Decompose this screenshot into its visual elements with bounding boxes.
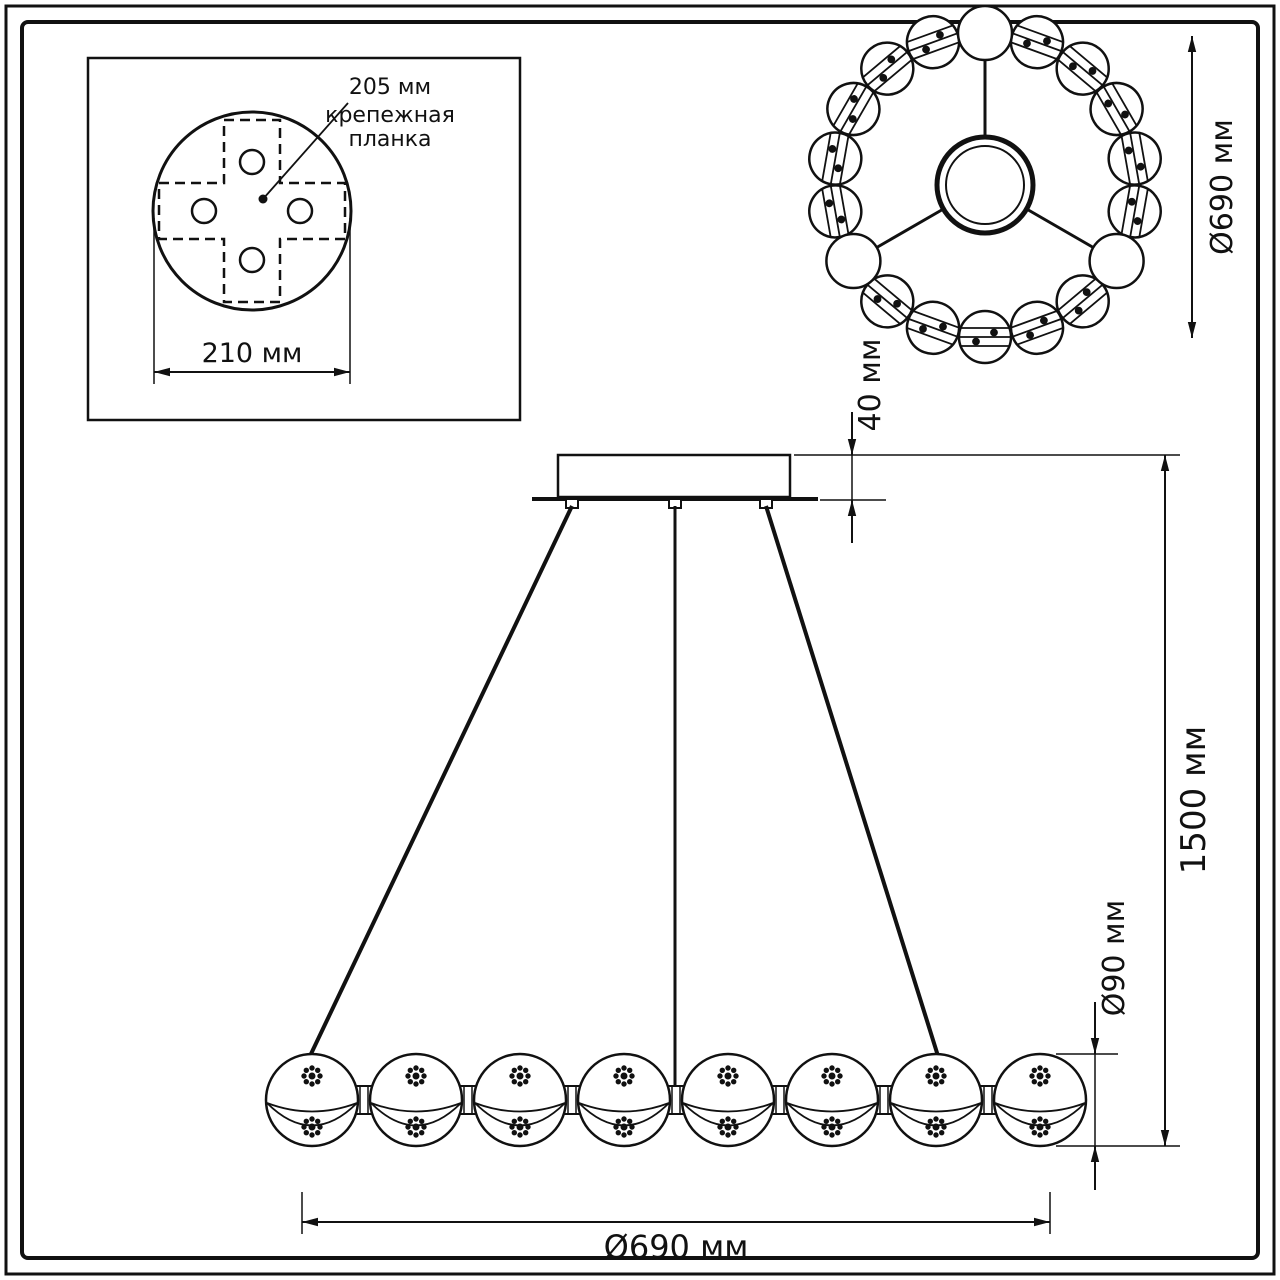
- crystal-bead: [957, 309, 1013, 365]
- spoke: [1025, 207, 1095, 249]
- mount-panel-border: [86, 56, 522, 422]
- mount-plate-circle: [151, 110, 353, 312]
- crystal-bead: [803, 127, 867, 190]
- crystal-ball: [994, 1054, 1086, 1146]
- dim-ring-diameter: Ø690 мм: [301, 1192, 1051, 1266]
- mount-hole-right: [286, 197, 314, 225]
- mount-cross-dashed: [157, 118, 347, 304]
- crystal-ball: [786, 1054, 878, 1146]
- label-hole-spacing: 205 мм: [349, 75, 431, 100]
- dim-ball-diameter-label: Ø90 мм: [1097, 900, 1132, 1017]
- plain-sphere: [825, 232, 882, 290]
- suspension-wire-right: [764, 505, 940, 1057]
- dim-top-diameter: Ø690 мм: [1187, 36, 1240, 338]
- canopy: [556, 453, 792, 499]
- crystal-ball: [266, 1054, 358, 1146]
- crystal-bead: [1103, 180, 1167, 243]
- center-ring-outer: [934, 134, 1036, 236]
- plain-sphere: [956, 4, 1014, 62]
- dim-ring-diameter-label: Ø690 мм: [604, 1228, 749, 1266]
- plain-sphere: [1088, 232, 1145, 290]
- crystal-ball: [682, 1054, 774, 1146]
- crystal-bead: [803, 180, 867, 243]
- dim-plate-width-label: 210 мм: [202, 338, 303, 369]
- mount-hole-top: [238, 148, 266, 176]
- crystal-ball: [474, 1054, 566, 1146]
- leader-line: [262, 102, 349, 200]
- crystal-ball: [370, 1054, 462, 1146]
- front-view: 40 мм 1500 мм Ø90 мм Ø690 мм: [266, 339, 1214, 1266]
- mount-plate-panel: 205 мм крепежная планка 210 мм: [86, 56, 522, 422]
- dim-canopy-height-label: 40 мм: [853, 339, 888, 432]
- mount-hole-bottom: [238, 246, 266, 274]
- crystal-bead: [1103, 127, 1167, 190]
- dim-total-height-label: 1500 мм: [1174, 726, 1214, 875]
- dim-total-height: 1500 мм: [1056, 455, 1214, 1147]
- dim-top-diameter-label: Ø690 мм: [1205, 119, 1240, 255]
- label-bracket-line2: планка: [348, 127, 431, 152]
- top-view: Ø690 мм: [803, 4, 1240, 365]
- frame-outer: [4, 4, 1276, 1276]
- frame-inner: [20, 20, 1260, 1260]
- center-ring-inner: [945, 145, 1025, 225]
- mount-hole-left: [190, 197, 218, 225]
- dim-ball-diameter: Ø90 мм: [1056, 900, 1132, 1190]
- suspension-wire-left: [308, 505, 574, 1057]
- dim-plate-width: 210 мм: [153, 218, 351, 384]
- label-bracket-line1: крепежная: [325, 103, 455, 128]
- crystal-ball: [578, 1054, 670, 1146]
- dim-canopy-height: 40 мм: [794, 339, 1180, 543]
- crystal-ball: [890, 1054, 982, 1146]
- spoke: [875, 207, 945, 249]
